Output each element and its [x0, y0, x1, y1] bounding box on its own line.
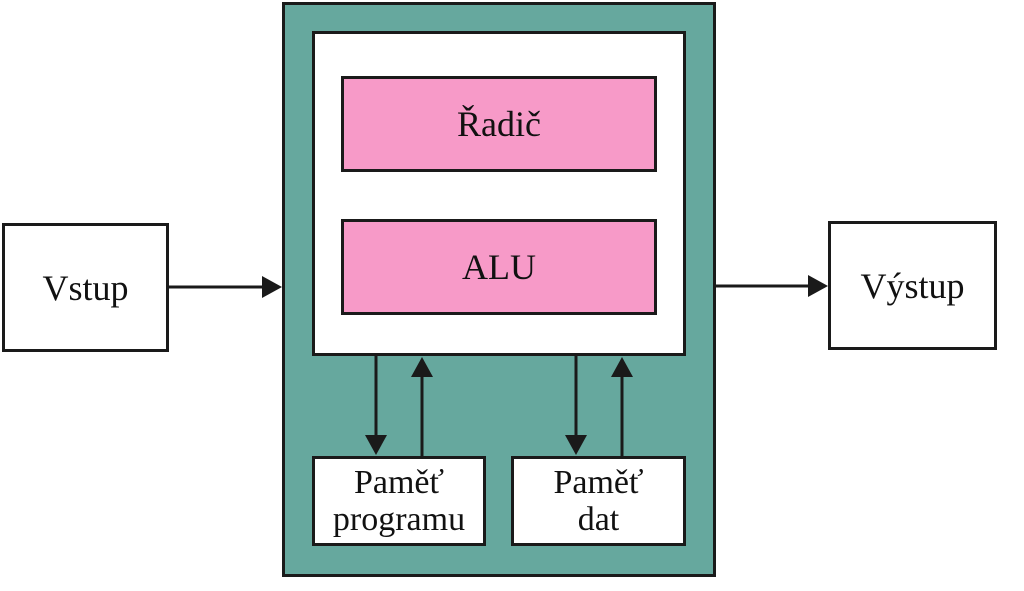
data-memory-line2: dat [577, 501, 620, 538]
core-to-program-memory-arrow [365, 356, 387, 455]
input-box: Vstup [2, 223, 169, 352]
controller-box: Řadič [341, 76, 657, 172]
data-memory-line1: Paměť [553, 463, 644, 501]
input-label: Vstup [42, 267, 129, 308]
output-label: Výstup [860, 265, 965, 306]
input-to-cpu-arrow [169, 276, 282, 298]
program-memory-line1: Paměť [353, 463, 445, 501]
data-memory-box: Paměť dat [511, 456, 686, 546]
output-box: Výstup [828, 221, 997, 350]
controller-label: Řadič [457, 104, 541, 144]
alu-label: ALU [462, 247, 536, 287]
data-memory-to-core-arrow [611, 357, 633, 456]
program-memory-line2: programu [332, 501, 466, 538]
core-to-data-memory-arrow [565, 356, 587, 455]
program-memory-box: Paměť programu [312, 456, 486, 546]
cpu-to-output-arrow [716, 275, 828, 297]
alu-box: ALU [341, 219, 657, 315]
program-memory-to-core-arrow [411, 357, 433, 456]
